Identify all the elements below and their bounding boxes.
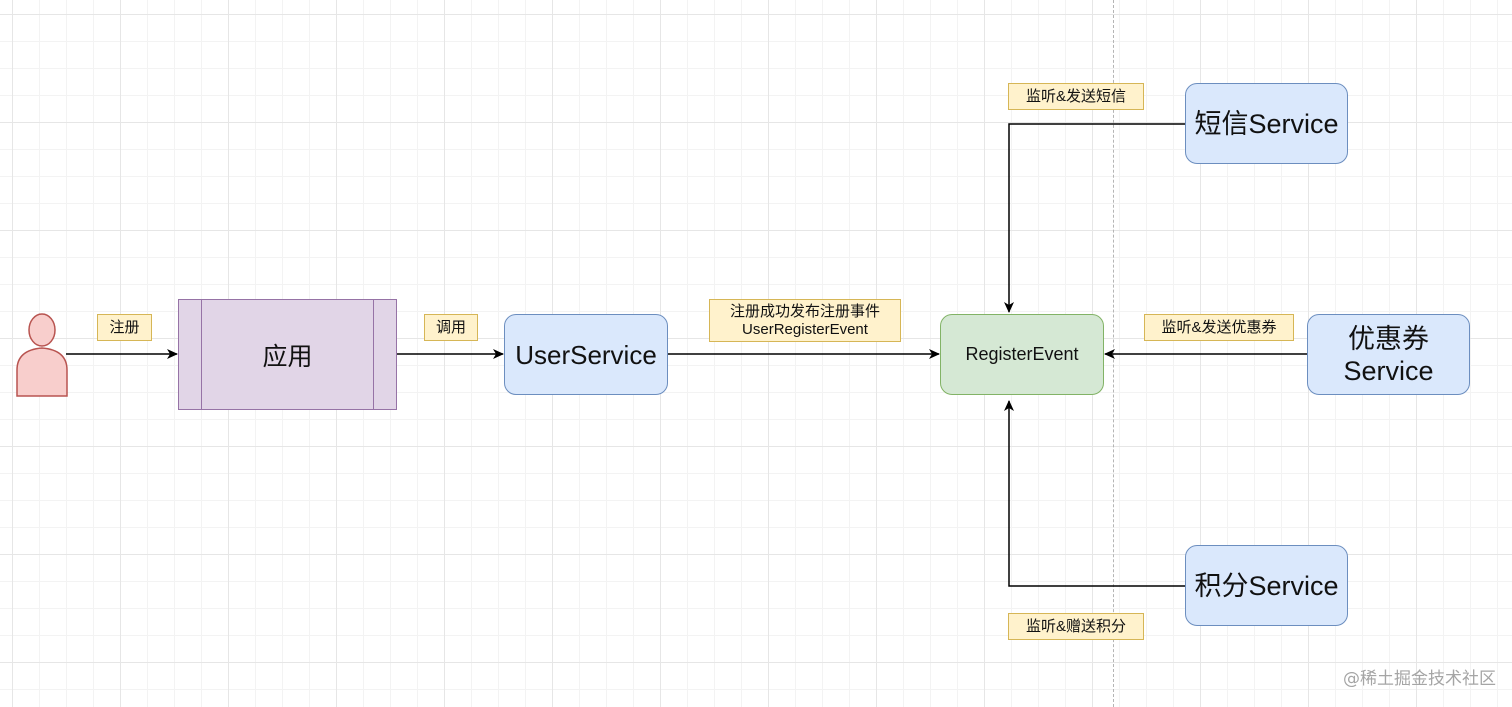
edge-label-listen-coupon: 监听&发送优惠券 <box>1144 314 1294 341</box>
edge-label-publish: 注册成功发布注册事件 UserRegisterEvent <box>709 299 901 342</box>
app-right-bar <box>373 300 374 409</box>
app-left-bar <box>201 300 202 409</box>
coupon-service-label-line2: Service <box>1343 355 1434 386</box>
edge-label-register: 注册 <box>97 314 152 341</box>
points-service-label: 积分Service <box>1194 570 1339 601</box>
person-icon[interactable] <box>14 312 72 398</box>
points-service-node[interactable]: 积分Service <box>1185 545 1348 626</box>
sms-service-label: 短信Service <box>1194 108 1339 139</box>
app-label: 应用 <box>262 342 313 371</box>
edge-label-invoke: 调用 <box>424 314 478 341</box>
user-service-node[interactable]: UserService <box>504 314 668 395</box>
register-event-node[interactable]: RegisterEvent <box>940 314 1104 395</box>
watermark: @稀土掘金技术社区 <box>1343 669 1496 689</box>
sms-service-node[interactable]: 短信Service <box>1185 83 1348 164</box>
edge-label-listen-points: 监听&赠送积分 <box>1008 613 1144 640</box>
app-node[interactable]: 应用 <box>178 299 397 410</box>
edge-points-to-event <box>1004 400 1185 587</box>
edge-sms-to-event <box>1004 123 1185 313</box>
coupon-service-label-line1: 优惠券 <box>1348 323 1429 354</box>
register-event-label: RegisterEvent <box>965 344 1079 364</box>
user-service-label: UserService <box>515 339 657 370</box>
coupon-service-node[interactable]: 优惠券 Service <box>1307 314 1470 395</box>
edge-label-listen-sms: 监听&发送短信 <box>1008 83 1144 110</box>
